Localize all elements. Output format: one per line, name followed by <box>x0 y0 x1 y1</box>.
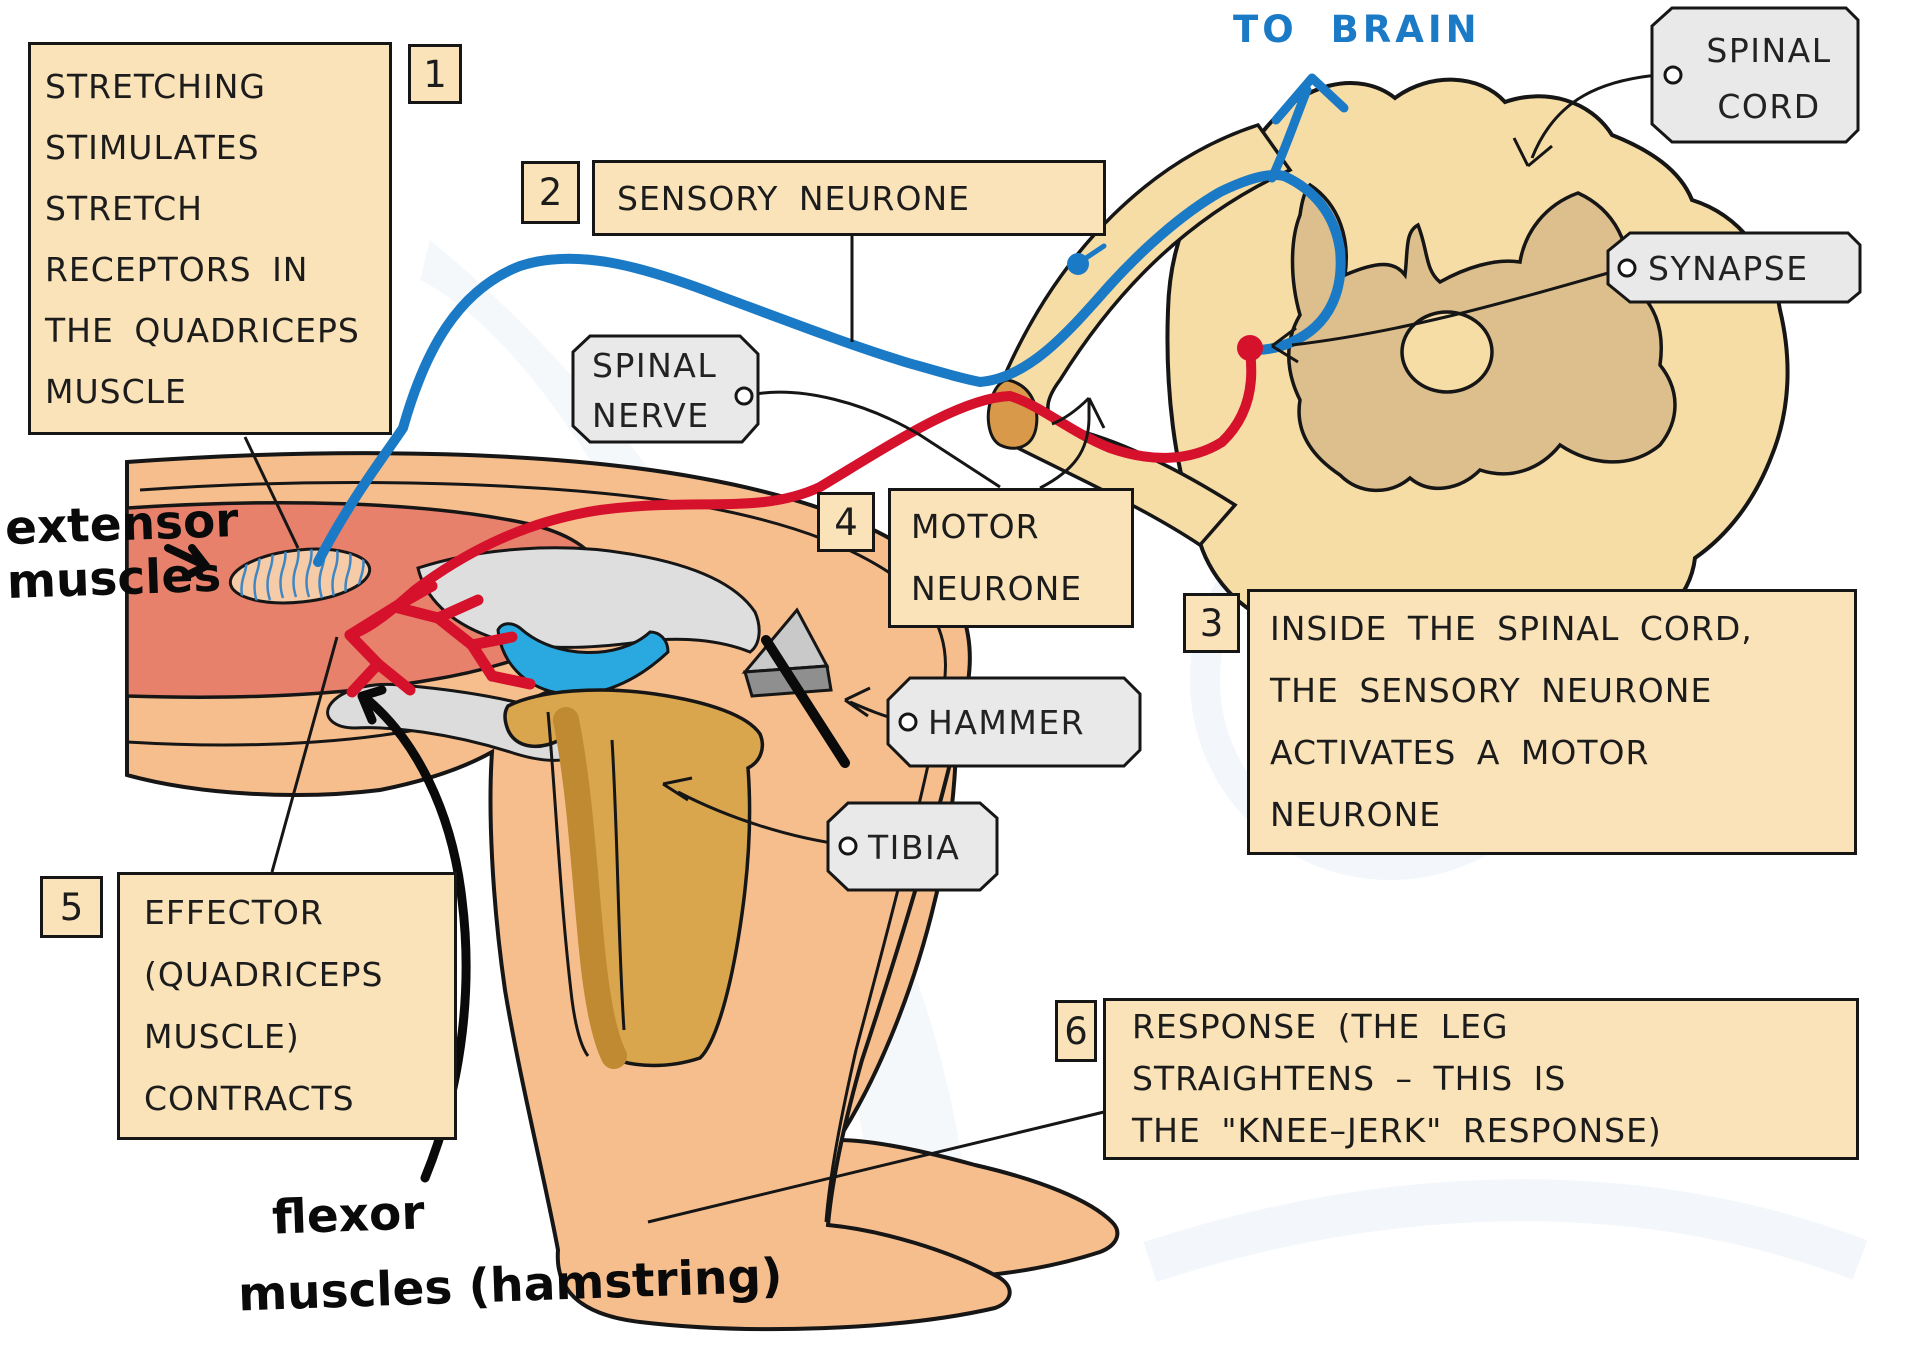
step-3-box: INSIDE THE SPINAL CORD, THE SENSORY NEUR… <box>1247 589 1857 855</box>
step-5-box: EFFECTOR (QUADRICEPS MUSCLE) CONTRACTS <box>117 872 457 1140</box>
step-1-text: STRETCHING STIMULATES STRETCH RECEPTORS … <box>45 66 360 411</box>
spinal-cord-tag-label: SPINAL CORD <box>1706 31 1832 126</box>
cartilage-crescent <box>496 622 670 697</box>
tibia-tag <box>826 801 999 892</box>
synapse-dot <box>1237 335 1263 361</box>
to-brain-arrowhead <box>1271 73 1349 125</box>
spinal-nerve-arrow-shaft <box>1039 400 1091 490</box>
central-canal <box>1400 310 1494 394</box>
tibia-tag-label: TIBIA <box>868 827 961 867</box>
hammer-tag-label: HAMMER <box>928 702 1086 742</box>
step-2-text: SENSORY NEURONE <box>617 178 971 218</box>
spinal-nerve-tag-line <box>744 390 1001 489</box>
tibia-arrowhead <box>662 776 693 802</box>
spinal-cord-arrowhead <box>1512 137 1553 168</box>
spinal-nerve-tag <box>571 334 760 444</box>
step-1-badge: 1 <box>408 44 462 104</box>
motor-neurone-path <box>344 347 1257 698</box>
spinal-nerve-arrowhead <box>1051 396 1106 429</box>
step-2-box: SENSORY NEURONE <box>592 160 1106 236</box>
box6-pointer <box>647 1110 1105 1224</box>
step-6-text: RESPONSE (THE LEG STRAIGHTENS – THIS IS … <box>1132 1007 1662 1150</box>
step-6-badge: 6 <box>1055 1000 1097 1062</box>
flexor-annotation-line1: flexor <box>271 1185 426 1246</box>
box5-pointer <box>270 636 339 873</box>
step-2-badge: 2 <box>521 161 580 224</box>
synapse-tag <box>1606 231 1862 304</box>
label-tags <box>571 6 1862 892</box>
step-5-text: EFFECTOR (QUADRICEPS MUSCLE) CONTRACTS <box>144 893 384 1118</box>
spinal-cord-tag <box>1650 6 1860 144</box>
tibia-tag-line <box>677 790 847 847</box>
pointer-lines <box>243 72 1672 1224</box>
box1-pointer <box>243 436 300 549</box>
step-4-text: MOTOR NEURONE <box>911 507 1083 608</box>
flexor-arrowhead <box>357 685 387 725</box>
step-5-badge: 5 <box>40 876 103 938</box>
dorsal-root-ganglion <box>1067 253 1089 275</box>
extensor-muscles-annotation: extensor muscles <box>4 492 240 611</box>
spinal-nerve-tag-label: SPINAL NERVE <box>592 346 718 435</box>
hammer-tag <box>886 676 1142 768</box>
spinal-cord-tag-line <box>1530 72 1672 159</box>
synapse-tag-line <box>1291 266 1627 347</box>
step-4-badge: 4 <box>817 492 875 552</box>
extensor-arrowhead <box>182 544 210 580</box>
sensory-neurone-path <box>313 73 1349 567</box>
hammer-icon <box>741 607 850 768</box>
step-6-box: RESPONSE (THE LEG STRAIGHTENS – THIS IS … <box>1103 998 1859 1160</box>
step-3-badge: 3 <box>1183 593 1240 653</box>
synapse-tag-label: SYNAPSE <box>1648 248 1809 288</box>
tibia-contour-1 <box>546 711 590 1057</box>
spinal-nerve-sheath <box>996 122 1293 548</box>
step-4-box: MOTOR NEURONE <box>888 488 1134 628</box>
tibia-contour-2 <box>610 739 626 1031</box>
motor-neurone-branches <box>344 580 536 698</box>
step-3-text: INSIDE THE SPINAL CORD, THE SENSORY NEUR… <box>1270 609 1753 834</box>
step-1-box: STRETCHING STIMULATES STRETCH RECEPTORS … <box>28 42 392 435</box>
tibia-stripe <box>553 707 627 1069</box>
synapse-arrowhead <box>1271 326 1299 364</box>
to-brain-label: TO BRAIN <box>1233 8 1481 51</box>
hammer-arrowhead <box>844 686 871 718</box>
